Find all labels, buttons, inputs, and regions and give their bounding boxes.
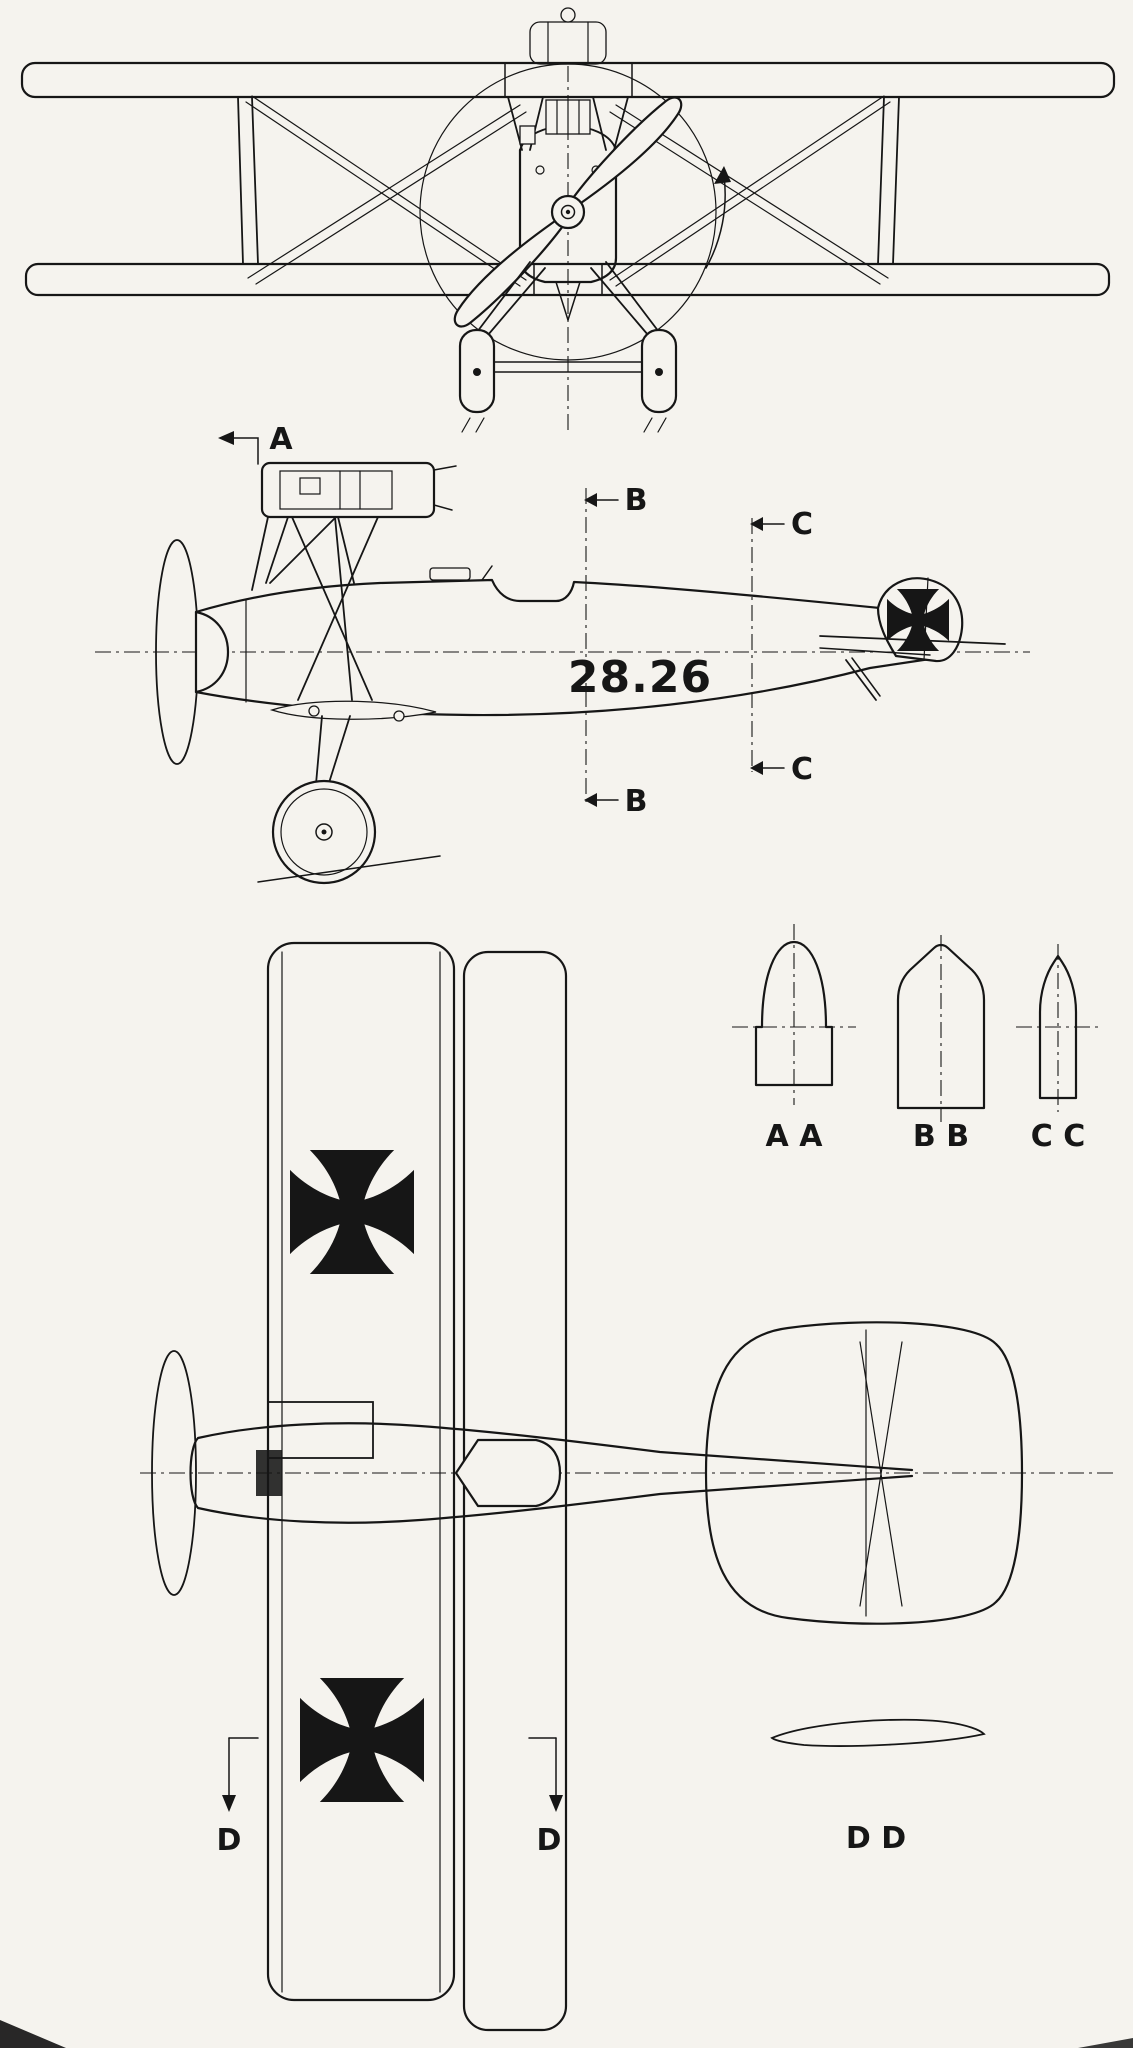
- fuselage-front: [518, 99, 618, 284]
- section-marker-d-left-label: D: [217, 1823, 242, 1858]
- fuselage-side: [194, 565, 932, 717]
- section-marker-a-label: A: [269, 422, 293, 457]
- radiator: [267, 1401, 374, 1459]
- section-dd-shape: [770, 1718, 986, 1747]
- struts-side: [251, 516, 379, 701]
- section-marker-b-top-label: B: [625, 483, 648, 518]
- section-cc-label: C C: [1031, 1119, 1085, 1154]
- section-marker-d-left: D: [217, 1737, 259, 1858]
- spinner: [194, 610, 230, 694]
- engine-plan: [256, 1450, 282, 1496]
- section-marker-d-right-label: D: [537, 1823, 562, 1858]
- fuselage-number: 28.26: [568, 652, 712, 703]
- section-bb-label: B B: [913, 1119, 969, 1154]
- interplane-struts: [237, 96, 900, 265]
- upper-wing-plan: [266, 941, 456, 2002]
- lower-wing-side: [269, 700, 437, 720]
- side-view: A B B C C: [95, 422, 1030, 885]
- section-cc-shape: [1038, 954, 1078, 1100]
- lower-wing-front: [24, 262, 1111, 297]
- propeller-plan: [151, 1350, 197, 1596]
- section-line-c: C C: [750, 507, 813, 787]
- machine-gun: [429, 567, 471, 581]
- upper-wing-cross-left: [300, 1678, 424, 1802]
- bracing-wires: [245, 95, 891, 287]
- section-cc: C C: [1016, 944, 1100, 1154]
- tailplane-side: [819, 635, 1006, 645]
- cockpit-opening: [454, 1438, 562, 1508]
- propeller-disc: [419, 63, 717, 361]
- filler-cap: [560, 7, 576, 23]
- section-bb-shape: [896, 943, 986, 1110]
- front-view: [20, 7, 1116, 433]
- plan-view: D D D D: [140, 941, 1118, 2032]
- propeller-front: [453, 96, 683, 328]
- section-marker-b-bottom-label: B: [625, 784, 648, 819]
- scan-artifact-right: [1078, 2038, 1133, 2048]
- rotation-arrow: [705, 175, 726, 269]
- section-line-b: B B: [584, 483, 647, 819]
- lower-wing-plan: [462, 950, 568, 2032]
- section-aa-shape: [754, 940, 834, 1087]
- upper-wing-side: [260, 461, 457, 519]
- section-marker-c-top-label: C: [791, 507, 813, 542]
- tailskid: [845, 659, 877, 701]
- top-wing-tank: [529, 7, 607, 65]
- section-aa-label: A A: [766, 1119, 824, 1154]
- upper-wing-cross-right: [290, 1150, 414, 1274]
- cross-sections: A A B B C C: [732, 924, 1100, 1154]
- section-marker-c-bottom-label: C: [791, 752, 813, 787]
- tail-side: [819, 577, 1006, 701]
- landing-gear-side: [257, 715, 441, 885]
- upper-wing-front: [20, 61, 1116, 99]
- rotation-arrowhead: [714, 166, 731, 184]
- section-marker-a: A: [218, 422, 293, 465]
- scan-artifact-left: [0, 2020, 66, 2048]
- section-dd: D D: [770, 1718, 986, 1856]
- section-aa: A A: [732, 924, 856, 1154]
- section-marker-d-right: D: [528, 1737, 563, 1858]
- section-bb: B B: [896, 935, 986, 1154]
- landing-gear-front: [458, 261, 678, 433]
- ground-line: [257, 855, 441, 883]
- section-dd-label: D D: [846, 1821, 906, 1856]
